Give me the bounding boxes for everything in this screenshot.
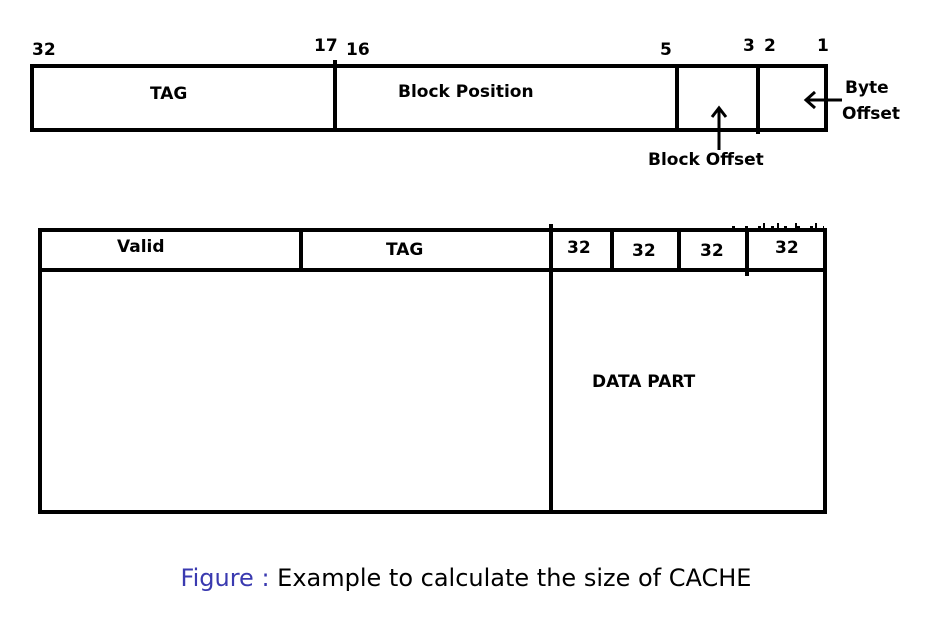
word-3-header: 32 xyxy=(700,241,724,261)
bit-number-16: 16 xyxy=(346,40,370,60)
bit-number-1: 1 xyxy=(817,36,829,56)
caption-text: Example to calculate the size of CACHE xyxy=(277,564,752,592)
block-offset-label: Block Offset xyxy=(648,150,764,170)
caption-prefix: Figure xyxy=(180,564,254,592)
bit-number-17: 17 xyxy=(314,36,338,56)
caption-separator: : xyxy=(261,564,270,592)
divider-position-blockoffset xyxy=(675,64,679,132)
word-1-header: 32 xyxy=(567,238,591,258)
byte-offset-label-line2: Offset xyxy=(842,104,900,124)
divider-tag-position xyxy=(333,60,337,132)
divider-word-2-3 xyxy=(677,228,681,272)
divider-blockoffset-byteoffset xyxy=(756,64,760,134)
cache-box xyxy=(38,228,827,514)
word-2-header: 32 xyxy=(632,241,656,261)
divider-valid-tag xyxy=(299,228,303,272)
bit-number-2: 2 xyxy=(764,36,776,56)
block-offset-arrow-icon xyxy=(710,105,728,150)
word-4-header: 32 xyxy=(775,238,799,258)
valid-header: Valid xyxy=(117,237,165,257)
byte-offset-label-line1: Byte xyxy=(845,78,889,98)
address-box xyxy=(30,64,828,132)
divider-word-3-4 xyxy=(745,228,749,276)
divider-word-1-2 xyxy=(610,228,614,272)
bit-number-32: 32 xyxy=(32,40,56,60)
bit-number-3: 3 xyxy=(743,36,755,56)
figure-caption: Figure : Example to calculate the size o… xyxy=(0,566,932,590)
dashed-tick-marks xyxy=(732,223,824,229)
address-tag-label: TAG xyxy=(150,84,188,104)
byte-offset-arrow-icon xyxy=(803,90,842,110)
cache-header-divider xyxy=(38,268,827,272)
divider-tag-data xyxy=(549,224,553,514)
cache-tag-header: TAG xyxy=(386,240,424,260)
block-position-label: Block Position xyxy=(398,82,534,102)
bit-number-5: 5 xyxy=(660,40,672,60)
data-part-label: DATA PART xyxy=(592,372,696,392)
